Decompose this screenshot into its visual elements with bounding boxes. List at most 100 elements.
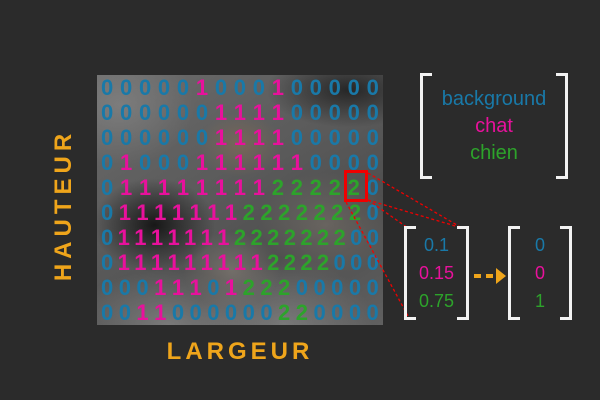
grid-digit: 2: [267, 249, 280, 275]
grid-digit: 1: [118, 199, 131, 225]
grid-digit: 0: [176, 124, 190, 150]
grid-digit: 2: [260, 199, 273, 225]
grid-digit: 2: [347, 174, 360, 200]
grid-digit: 0: [347, 99, 360, 125]
bracket-left-icon: [420, 73, 432, 179]
grid-digit: 1: [154, 299, 167, 325]
highlighted-cell-box: [344, 170, 368, 202]
grid-digit: 0: [101, 249, 114, 275]
grid-digit: 0: [101, 74, 114, 100]
grid-digit: 1: [117, 224, 130, 250]
grid-digit: 1: [119, 174, 133, 200]
grid-digit: 1: [252, 124, 265, 150]
grid-digit: 0: [348, 274, 362, 300]
grid-digit: 1: [184, 249, 197, 275]
grid-digit: 0: [171, 299, 185, 325]
grid-digit: 2: [271, 174, 284, 200]
grid-digit: 1: [271, 124, 284, 150]
grid-digit: 0: [207, 274, 220, 300]
grid-digit: 0: [138, 74, 152, 100]
grid-digit: 0: [350, 249, 363, 275]
grid-digit: 2: [316, 224, 330, 250]
grid-digit: 1: [154, 199, 167, 225]
grid-digit: 0: [347, 124, 360, 150]
grid-digit: 2: [242, 199, 255, 225]
grid-digit: 2: [309, 174, 322, 200]
grid-digit: 0: [295, 274, 308, 300]
grid-digit: 0: [101, 199, 114, 225]
grid-digit: 0: [101, 99, 114, 125]
vector-value: 0.15: [418, 263, 455, 283]
grid-digit: 0: [157, 149, 171, 175]
grid-digit: 1: [119, 149, 133, 175]
grid-digit: 0: [366, 274, 379, 300]
grid-digit: 0: [347, 149, 360, 175]
grid-digit: 0: [290, 74, 303, 100]
grid-digit: 2: [300, 249, 313, 275]
grid-digit: 1: [233, 149, 247, 175]
grid-digit: 0: [157, 99, 171, 125]
grid-digit: 1: [250, 249, 263, 275]
grid-digit: 2: [242, 274, 255, 300]
horizontal-axis-label: LARGEUR: [166, 338, 314, 365]
grid-digit: 0: [176, 74, 190, 100]
grid-digit: 0: [242, 299, 255, 325]
grid-digit: 0: [313, 274, 326, 300]
grid-digit: 1: [214, 149, 228, 175]
grid-digit: 0: [309, 124, 322, 150]
grid-digit: 1: [157, 174, 171, 200]
grid-digit: 2: [348, 199, 362, 225]
grid-digit: 1: [290, 149, 303, 175]
grid-digit: 2: [300, 224, 313, 250]
grid-digit: 2: [283, 249, 296, 275]
grid-digit: 0: [309, 99, 322, 125]
grid-digit: 1: [233, 124, 247, 150]
grid-digit: 1: [184, 224, 197, 250]
grid-digit: 2: [316, 249, 330, 275]
grid-digit: 2: [278, 299, 291, 325]
grid-digit: 2: [290, 174, 303, 200]
grid-digit: 2: [313, 199, 326, 225]
bracket-right-icon: [556, 73, 568, 179]
grid-digit: 0: [331, 299, 344, 325]
grid-digit: 0: [138, 99, 152, 125]
grid-digit: 0: [366, 249, 379, 275]
vector-value: 0: [534, 235, 545, 255]
grid-digit: 0: [101, 274, 114, 300]
grid-digit: 0: [260, 299, 273, 325]
grid-digit: 2: [278, 199, 291, 225]
grid-digit: 1: [176, 174, 190, 200]
grid-digit: 0: [224, 299, 238, 325]
grid-digit: 1: [271, 74, 284, 100]
grid-digit: 0: [366, 174, 379, 200]
legend-item-chien: chien: [470, 141, 518, 164]
grid-digit: 0: [347, 74, 360, 100]
vector-value: 0.1: [423, 235, 449, 255]
grid-digit: 1: [171, 199, 185, 225]
grid-digit: 0: [118, 274, 131, 300]
grid-digit: 2: [331, 199, 344, 225]
grid-digit: 1: [117, 249, 130, 275]
grid-digit: 1: [195, 74, 209, 100]
vector-value: 1: [534, 291, 545, 311]
grid-digit: 0: [366, 99, 379, 125]
grid-digit: 1: [207, 199, 220, 225]
grid-digit: 1: [252, 174, 265, 200]
bracket-left-icon: [404, 226, 416, 320]
grid-digit: 0: [328, 124, 341, 150]
grid-digit: 1: [195, 149, 209, 175]
grid-digit: 0: [309, 74, 322, 100]
grid-digit: 0: [176, 99, 190, 125]
